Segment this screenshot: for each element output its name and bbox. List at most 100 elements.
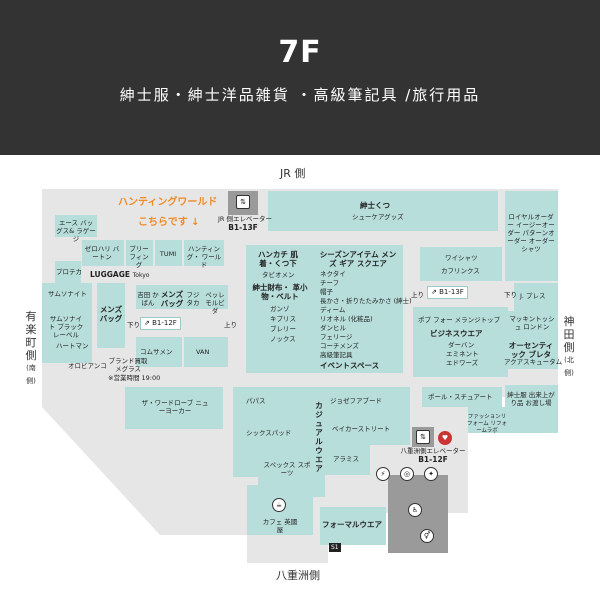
- label-pens: 高級筆記具: [320, 351, 353, 359]
- escalator-right-icon: ⇗: [431, 288, 437, 296]
- label-mackintosh: マッキントッシュ ロンドン: [509, 315, 555, 331]
- luggage-sub: Tokyo: [132, 272, 150, 279]
- store-samsonite-column: [42, 283, 92, 363]
- elevator-yaesu-icon: ⇅: [416, 430, 430, 444]
- escalator-right-down: 下り: [504, 291, 517, 299]
- label-mens-bag-2: メンズ バッグ: [160, 290, 184, 308]
- label-pabas: パパス: [246, 397, 266, 405]
- label-rinewal: リオネル (化粧品): [320, 315, 373, 323]
- label-necktie: ネクタイ: [320, 270, 346, 278]
- floor-plan-shapes: [42, 189, 558, 563]
- store-authentic: [508, 339, 558, 369]
- label-dimu: ディーム: [320, 306, 346, 314]
- label-cafe: カフェ 英國屋: [262, 518, 298, 534]
- escalator-right[interactable]: ⇗ B1-13F: [427, 286, 468, 299]
- store-shoes: [268, 191, 498, 231]
- store-royal-order: [505, 191, 558, 281]
- elevator-icon: ⇅: [236, 195, 250, 209]
- label-briefing: ブリー フィング: [129, 245, 149, 269]
- label-brand-mexus: ブランド買取 メグラス: [108, 357, 148, 373]
- label-shoe-goods: シューケアグッズ: [352, 213, 404, 221]
- label-shirt: ワイシャツ: [445, 254, 478, 262]
- store-protera: [55, 261, 81, 283]
- elevator-jr-label: JR 側エレベーター: [218, 215, 272, 223]
- store-fashion-reform: [468, 407, 505, 433]
- label-casual: カジュアルウエア: [315, 401, 323, 473]
- label-wallet: 紳士財布・ 革小物・ベルト: [252, 283, 308, 301]
- store-zero-halli: [82, 240, 124, 266]
- label-j-press: J. プレス: [520, 292, 546, 300]
- label-samsonite: サムソナイト: [48, 290, 87, 298]
- store-mens-bag-2: [160, 285, 184, 309]
- label-fashion-reform: ファッションリフォーム リフォームラボ: [466, 414, 508, 434]
- label-ganzo: ガンゾ: [270, 305, 290, 313]
- escalator-right-floors: B1-13F: [439, 288, 464, 296]
- label-hunting-world: ハンティング・ ワールド: [186, 245, 222, 269]
- label-kanda-pole: ポプ フォー メランジトップ: [418, 316, 501, 324]
- direction-right: 神田側 (北側): [562, 315, 576, 380]
- label-knox: ノックス: [270, 335, 296, 343]
- store-alamis: [325, 445, 370, 475]
- label-tumi: TUMI: [159, 250, 177, 258]
- label-cufflinks: カフリンクス: [441, 267, 480, 275]
- label-yoshida: 吉田 かばん: [137, 291, 159, 307]
- label-brand-hours: ※営業時間 19:00: [108, 374, 161, 382]
- floor-map: JR 側 八重洲側 有楽町側 (南側) 神田側 (北側) ハンティングワールド …: [0, 155, 600, 608]
- floor-header: 7F 紳士服・紳士洋品雑貨 ・高級筆記具 /旅行用品: [0, 0, 600, 155]
- wheelchair-icon: ♿: [408, 503, 422, 517]
- label-mens-bag: メンズ バッグ: [99, 305, 123, 323]
- label-coach: コーチメンズ: [320, 342, 359, 350]
- promo-line-1: ハンティングワールド: [118, 197, 218, 208]
- promo-line-2: こちらです ↓: [138, 217, 200, 228]
- label-danhill: ダンヒル: [320, 324, 346, 332]
- direction-right-sub: (北側): [564, 356, 574, 377]
- store-tumi: [155, 240, 182, 266]
- escalator-left-up: 上り: [224, 321, 237, 329]
- cafe-icon: ☕: [272, 498, 286, 512]
- label-umbrella: 長かさ・折りたたみかさ (紳士): [320, 297, 412, 305]
- label-edwards: エドワーズ: [446, 359, 479, 367]
- store-pelle: [202, 285, 228, 309]
- label-pelle: ペッレ モルビダ: [205, 291, 225, 315]
- store-center-block: [246, 245, 403, 373]
- store-mens-bag: [97, 283, 125, 348]
- label-event: イベントスペース: [320, 361, 380, 370]
- label-hankachi: ハンカチ 肌着・くつ下: [257, 250, 299, 268]
- direction-bottom: 八重洲側: [276, 569, 320, 582]
- label-hartmann: ハートマン: [56, 342, 89, 350]
- elevator-yaesu-label: 八重洲側エレベーター: [400, 447, 466, 455]
- label-authentic: オーセンティック ブレタ: [508, 341, 554, 359]
- label-eminent: エミネント: [446, 350, 479, 358]
- store-formal: [320, 507, 386, 545]
- label-formal: フォーマルウエア: [322, 520, 382, 529]
- escalator-left-icon: ⇗: [144, 319, 150, 327]
- label-chief: チーフ: [320, 279, 340, 287]
- elevator-jr-floors: B1-13F: [228, 223, 258, 232]
- label-kipris: キプリス: [270, 315, 296, 323]
- label-comme: コムサメン: [140, 348, 173, 356]
- escalator-right-up: 上り: [411, 291, 424, 299]
- aed-icon: ♥: [438, 431, 452, 445]
- store-joseph: [325, 387, 410, 415]
- label-spex: スペックス スポーツ: [263, 461, 311, 477]
- escalator-left-floors: B1-12F: [152, 319, 177, 327]
- label-season: シーズンアイテム メンズ ギア スクエア: [319, 250, 397, 268]
- store-fujitaka: [184, 285, 202, 309]
- store-gentleman: [505, 385, 558, 433]
- store-van: [184, 337, 228, 367]
- baby-icon: ◎: [400, 467, 414, 481]
- store-shirts: [420, 247, 502, 281]
- floor-number: 7F: [278, 35, 322, 70]
- label-tabio: タビオメン: [262, 271, 295, 279]
- label-hat: 帽子: [320, 288, 333, 296]
- store-yoshida: [136, 285, 160, 309]
- label-ace-bags: エース バッグス& ラゲージ: [56, 219, 96, 243]
- label-paul: ポール・スチュアート: [428, 393, 493, 401]
- label-orobianco: オロビアンコ: [68, 362, 107, 370]
- label-durban: ダーバン: [448, 341, 475, 349]
- store-business: [413, 307, 508, 377]
- label-shoes: 紳士くつ: [360, 201, 390, 210]
- escalator-left-down: 下り: [127, 321, 140, 329]
- escalator-left[interactable]: ⇗ B1-12F: [140, 317, 181, 330]
- label-fujitaka: フジ タカ: [186, 291, 200, 307]
